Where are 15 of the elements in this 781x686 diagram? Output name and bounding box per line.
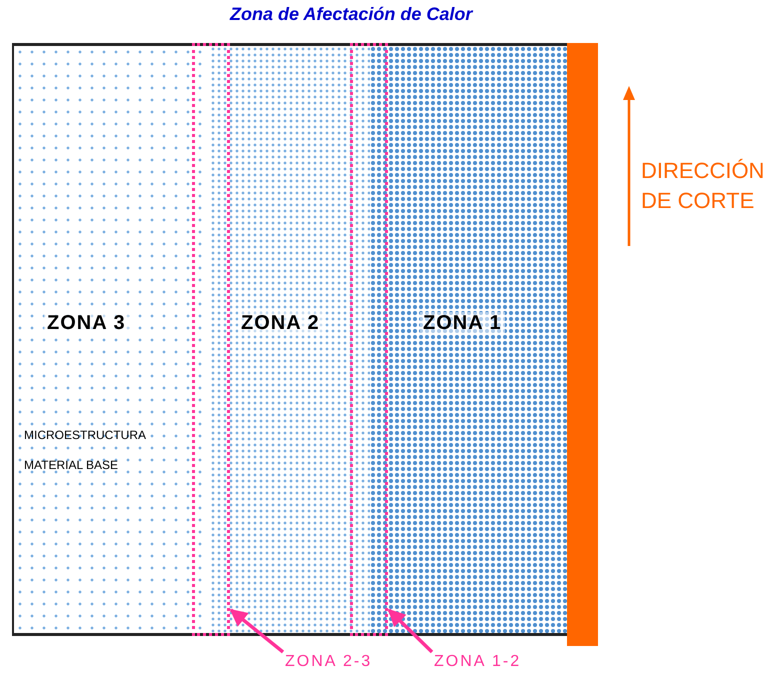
- zone-label: ZONA 2: [238, 312, 323, 335]
- zone-band: [210, 43, 370, 636]
- zone-label: ZONA 1-2: [434, 651, 522, 673]
- diagram-title: Zona de Afectación de Calor: [230, 4, 472, 25]
- transition-zone-outline: [350, 43, 388, 636]
- zone-note: MICROESTRUCTURA MATERIAL BASE: [24, 427, 147, 474]
- zone-band: [12, 43, 210, 636]
- direction-label: DIRECCIÓN DE CORTE: [641, 157, 766, 215]
- leader-arrow: [230, 608, 284, 654]
- zone-label: ZONA 1: [420, 312, 505, 335]
- transition-zone-outline: [192, 43, 230, 636]
- zone-label: ZONA 2-3: [285, 651, 372, 673]
- zone-band: [370, 43, 567, 636]
- leader-arrow: [388, 608, 434, 654]
- cutting-edge-bar: [567, 43, 598, 646]
